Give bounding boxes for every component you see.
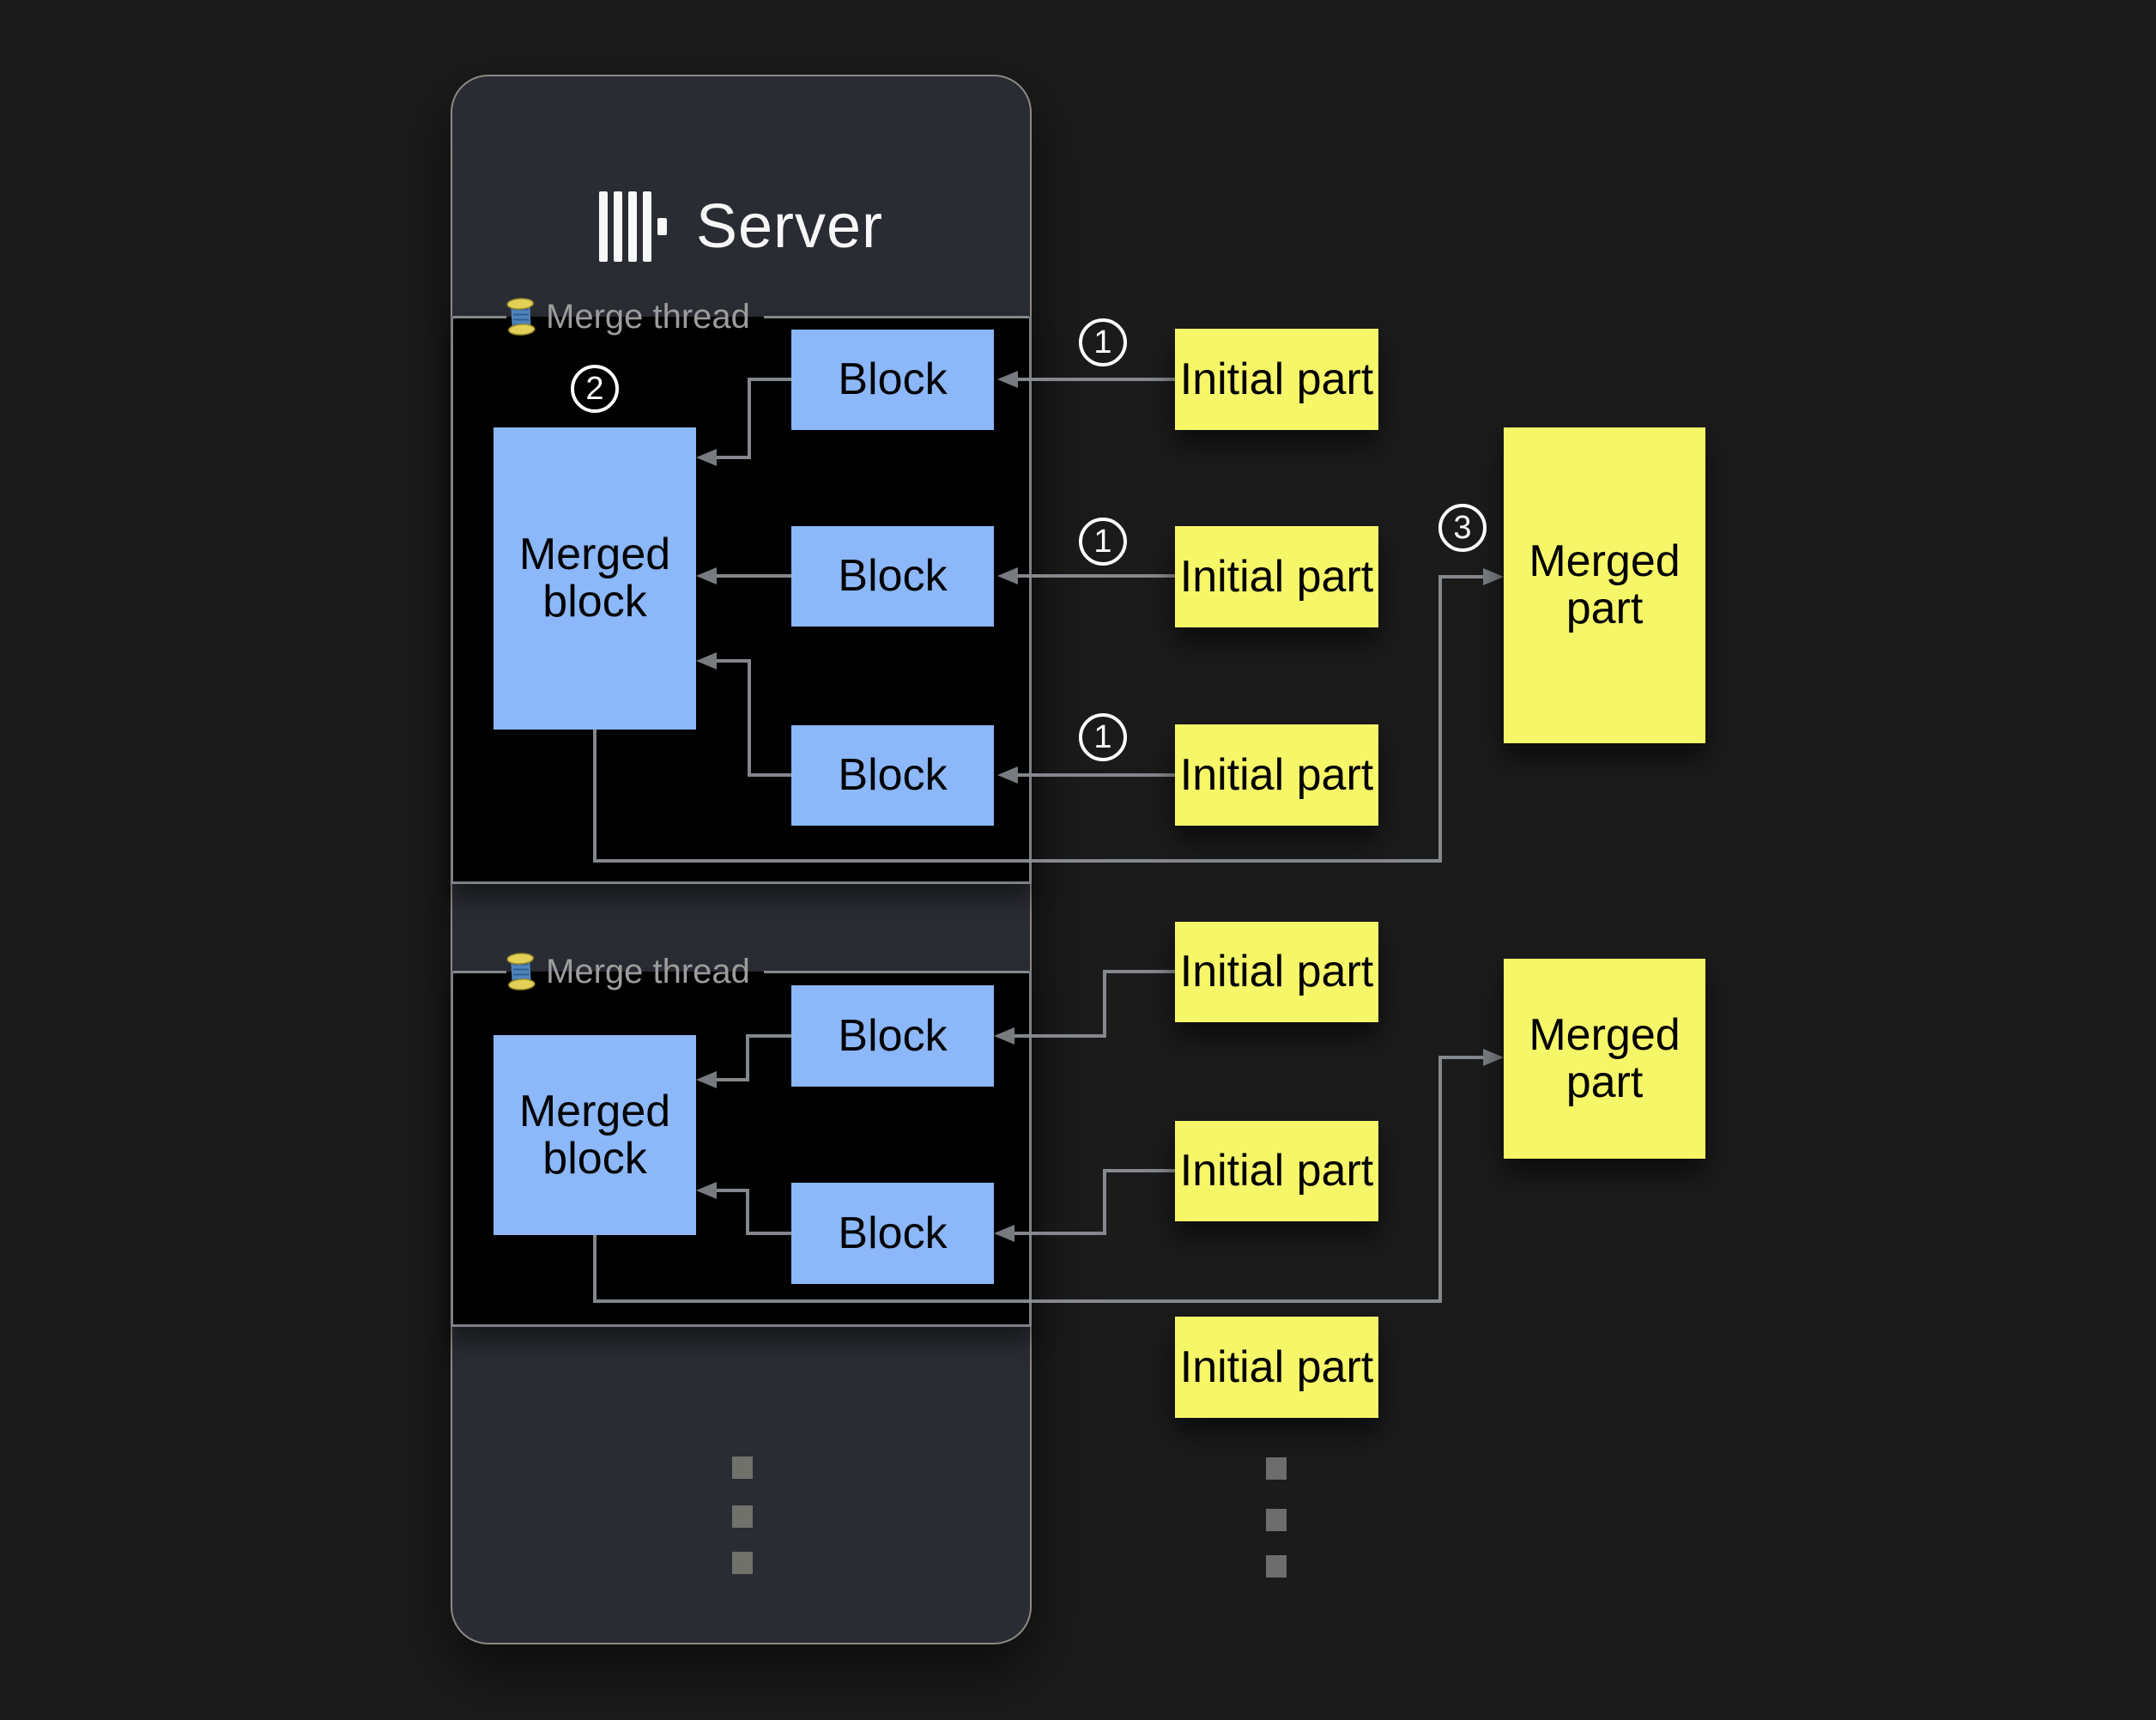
step-badge-insert: 1	[1079, 713, 1127, 761]
merge-thread-header-2: Merge thread	[453, 952, 1029, 991]
step-badge-result: 3	[1438, 504, 1487, 552]
vertical-ellipsis-dot	[1266, 1555, 1287, 1578]
initial-part-box: Initial part	[1175, 922, 1378, 1022]
merge-thread-label: Merge thread	[546, 952, 750, 990]
block-box: Block	[791, 725, 994, 826]
border-line	[763, 970, 1029, 973]
block-box: Block	[791, 330, 994, 430]
step-badge-insert: 1	[1079, 318, 1127, 366]
initial-part-box: Initial part	[1175, 724, 1378, 826]
block-box: Block	[791, 1183, 994, 1284]
border-line	[453, 970, 506, 973]
logo-bar	[627, 191, 637, 262]
logo-nub	[657, 218, 667, 235]
initial-part-box: Initial part	[1175, 1121, 1378, 1221]
server-title: Server	[695, 192, 884, 261]
merged-block-box: Merged block	[494, 1035, 696, 1235]
border-line	[763, 315, 1029, 318]
initial-part-box: Initial part	[1175, 526, 1378, 627]
merge-thread-label: Merge thread	[546, 297, 750, 336]
vertical-ellipsis-dot	[732, 1505, 753, 1528]
clickhouse-logo-icon	[598, 191, 667, 262]
merged-part-box: Merged part	[1504, 959, 1705, 1159]
vertical-ellipsis-dot	[1266, 1509, 1287, 1531]
initial-part-box: Initial part	[1175, 329, 1378, 430]
logo-bar	[613, 191, 622, 262]
step-badge-merge: 2	[571, 365, 619, 413]
thread-spool-icon	[506, 951, 536, 992]
server-header: Server	[452, 179, 1030, 274]
border-line	[453, 315, 506, 318]
vertical-ellipsis-dot	[732, 1457, 753, 1479]
merge-thread-header-1: Merge thread	[453, 297, 1029, 336]
block-box: Block	[791, 526, 994, 627]
logo-bar	[642, 191, 651, 262]
merged-part-box: Merged part	[1504, 427, 1705, 743]
vertical-ellipsis-dot	[1266, 1457, 1287, 1480]
merged-block-box: Merged block	[494, 427, 696, 730]
logo-bar	[598, 191, 608, 262]
thread-spool-icon	[506, 296, 536, 337]
block-box: Block	[791, 985, 994, 1087]
step-badge-insert: 1	[1079, 518, 1127, 566]
vertical-ellipsis-dot	[732, 1552, 753, 1574]
initial-part-box: Initial part	[1175, 1317, 1378, 1418]
